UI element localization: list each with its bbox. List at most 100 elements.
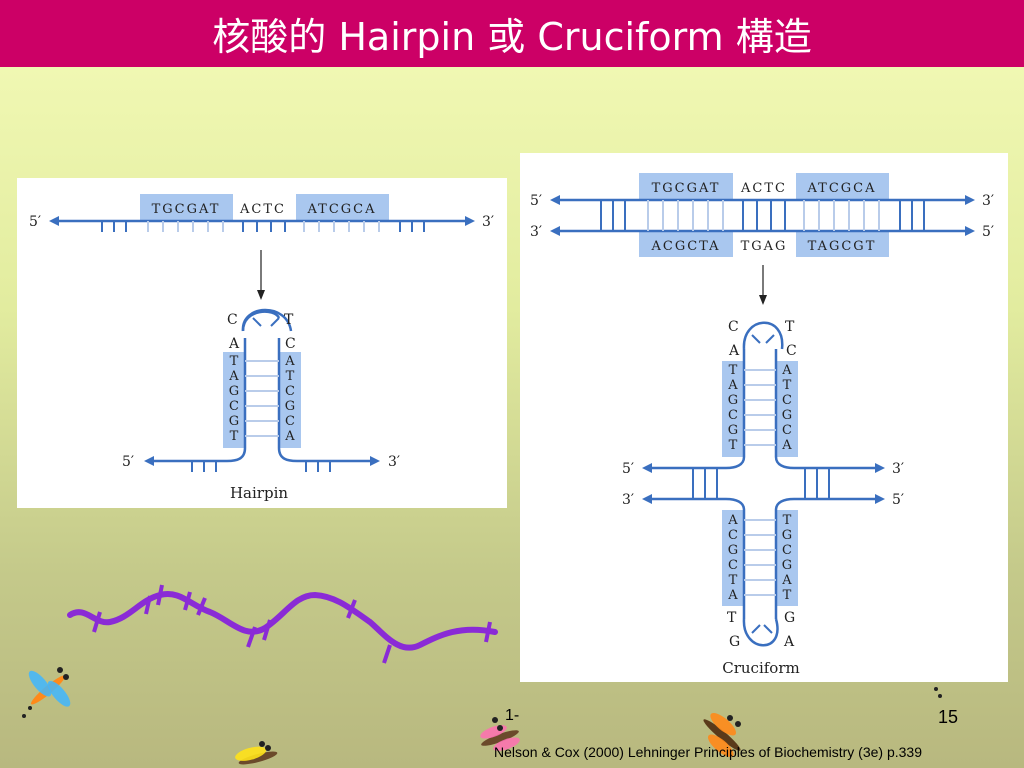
cruciform-mid-strand-ul (645, 456, 746, 470)
hairpin-bottom-strand-left (147, 447, 247, 463)
cruciform-us-left-3: G (728, 393, 738, 408)
cruciform-top-seq-middle: ACTC (740, 181, 787, 196)
cruciform-top-seq-left: TGCGAT (652, 181, 721, 196)
hairpin-stem-right-2: T (286, 369, 295, 384)
hairpin-figure: TGCGAT ACTC ATCGCA 5′ 3′ C A T C (17, 178, 507, 508)
hairpin-stem-box-left (223, 352, 245, 448)
cruciform-us-right-3: C (782, 393, 792, 408)
cruciform-mid-strand-ur (774, 456, 882, 470)
hairpin-bottom-rungs (191, 461, 331, 472)
cruciform-end-3-right: 3′ (982, 193, 994, 209)
hairpin-bottom-end-3: 3′ (388, 454, 400, 470)
cruciform-top-seq-right: ATCGCA (806, 181, 876, 196)
cruciform-arrow-2r (965, 226, 975, 236)
cruciform-ls-right-1: T (783, 513, 792, 528)
hairpin-arrow-right (465, 216, 475, 226)
cruciform-box-top-left (639, 173, 733, 199)
cruciform-lower-loop-left-2: G (729, 634, 740, 650)
hairpin-box-right (296, 194, 389, 220)
cruciform-arrow-1l (550, 195, 560, 205)
cruciform-ls-left-3: G (728, 543, 738, 558)
hairpin-stem-right-4: G (285, 399, 295, 414)
cruciform-end-5-right: 5′ (982, 224, 994, 240)
cruciform-ls-left-1: A (727, 513, 738, 528)
cruciform-down-arrowhead (759, 295, 767, 305)
cruciform-lower-loop-left-1: T (727, 610, 737, 626)
hairpin-loop-right-1: T (284, 312, 294, 328)
cruciform-box-bottom-left (639, 231, 733, 257)
cruciform-mid-arrow-ur (875, 463, 885, 473)
hairpin-loop-right-2: C (285, 336, 296, 352)
dna-wave-ticks (92, 584, 492, 664)
hairpin-down-arrowhead (257, 290, 265, 300)
hairpin-end-3: 3′ (482, 214, 494, 230)
hairpin-stem-right-6: A (284, 429, 295, 444)
cruciform-us-left-2: A (727, 378, 738, 393)
hairpin-bottom-arrow-right (370, 456, 380, 466)
cruciform-mid-end-3-right: 3′ (892, 461, 904, 477)
hairpin-caption: Hairpin (230, 484, 288, 502)
hairpin-bottom-arrow-left (144, 456, 154, 466)
slide-number: 15 (938, 707, 959, 727)
hairpin-bottom-end-5: 5′ (122, 454, 134, 470)
cruciform-arrow-1r (965, 195, 975, 205)
hairpin-loop-ticks (252, 317, 280, 327)
cruciform-lower-loop (742, 618, 779, 647)
cruciform-upper-loop-right-1: T (785, 319, 795, 335)
footer-mark: 1- (505, 707, 520, 724)
hairpin-stem-right-5: C (285, 414, 295, 429)
hairpin-stem-left-3: G (229, 384, 239, 399)
cruciform-arrow-2l (550, 226, 560, 236)
cruciform-upper-stem-box-left (722, 361, 744, 457)
cruciform-us-right-5: C (782, 423, 792, 438)
cruciform-us-right-2: T (783, 378, 792, 393)
cruciform-bottom-seq-left: ACGCTA (650, 239, 720, 254)
cruciform-ls-left-5: T (729, 573, 738, 588)
cruciform-lower-stem-box-right (776, 510, 798, 606)
cruciform-bottom-seq-middle: TGAG (741, 239, 788, 254)
cruciform-mid-end-5-left: 5′ (622, 461, 634, 477)
cruciform-upper-stem-rungs (744, 369, 776, 446)
cruciform-mid-rungs (692, 468, 830, 499)
hairpin-end-5: 5′ (29, 214, 41, 230)
hairpin-arrow-left (49, 216, 59, 226)
cruciform-us-left-1: T (729, 363, 738, 378)
dragonfly-icon (28, 670, 71, 707)
dragonfly-icon (235, 746, 278, 765)
cruciform-mid-arrow-lr (875, 494, 885, 504)
cruciform-ls-right-6: T (783, 588, 792, 603)
cruciform-mid-strand-ll (645, 497, 746, 511)
hairpin-seq-left: TGCGAT (152, 202, 221, 217)
cruciform-box-top-right (796, 173, 889, 199)
cruciform-upper-loop (742, 321, 784, 350)
cruciform-ls-right-4: G (782, 558, 792, 573)
hairpin-top-rungs (101, 221, 425, 232)
hairpin-stem-box-right (279, 352, 301, 448)
slide-title: 核酸的 Hairpin 或 Cruciform 構造 (212, 15, 812, 59)
cruciform-lower-loop-ticks (751, 624, 773, 634)
cruciform-us-right-1: A (781, 363, 792, 378)
hairpin-stem-right-1: A (284, 354, 295, 369)
hairpin-stem-left-4: C (229, 399, 239, 414)
hairpin-stem-left-2: A (228, 369, 239, 384)
cruciform-upper-loop-left-2: A (728, 343, 740, 359)
cruciform-ls-left-2: C (728, 528, 738, 543)
cruciform-us-right-4: G (782, 408, 792, 423)
hairpin-stem-left-6: T (230, 429, 239, 444)
cruciform-ls-left-6: A (727, 588, 738, 603)
cruciform-mid-arrow-ul (642, 463, 652, 473)
cruciform-mid-arrow-ll (642, 494, 652, 504)
cruciform-diagram: TGCGAT ACTC ATCGCA ACGCTA TGAG TAGCGT 5′… (530, 173, 994, 677)
cruciform-lower-stem-box-left (722, 510, 744, 606)
cruciform-mid-strand-lr (774, 497, 882, 511)
cruciform-upper-stem-box-right (776, 361, 798, 457)
cruciform-bottom-seq-right: TAGCGT (808, 239, 877, 254)
dna-wave-decoration (67, 591, 498, 651)
cruciform-ls-right-3: C (782, 543, 792, 558)
cruciform-top-rungs (600, 200, 925, 231)
cruciform-us-right-6: A (781, 438, 792, 453)
hairpin-stem-rungs (245, 360, 279, 437)
hairpin-bottom-strand-right (277, 447, 377, 463)
hairpin-loop-left-2: A (228, 336, 240, 352)
citation: Nelson & Cox (2000) Lehninger Principles… (494, 744, 922, 760)
